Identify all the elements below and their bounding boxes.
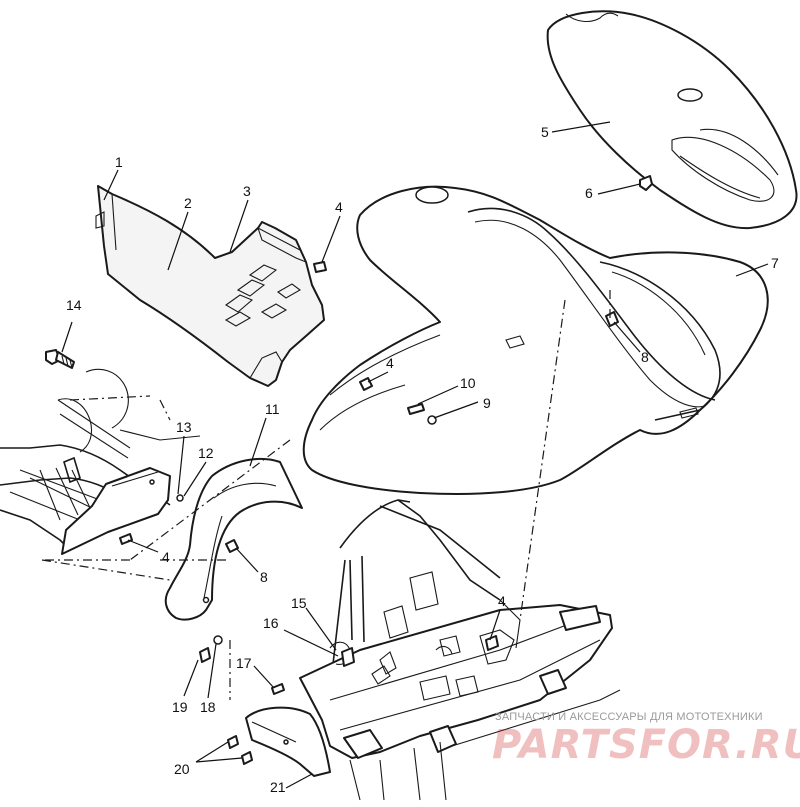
- part-7-front-body: [302, 185, 769, 495]
- watermark-logo: PARTSFOR.RU: [492, 722, 800, 768]
- callout-2: 2: [184, 195, 192, 211]
- part-14-bolt: [45, 349, 75, 369]
- part-13-splash-panel: [61, 467, 171, 555]
- callout-19: 19: [172, 699, 188, 715]
- alignment-lines: [41, 290, 611, 700]
- part-6-clip: [639, 175, 653, 191]
- callout-20: 20: [174, 761, 190, 777]
- callout-15: 15: [291, 595, 307, 611]
- callout-21: 21: [270, 779, 286, 795]
- left-footrest: [0, 368, 201, 551]
- part-11-fender-flare: [164, 457, 303, 621]
- callout-12: 12: [198, 445, 214, 461]
- callout-14: 14: [66, 297, 82, 313]
- callout-13: 13: [176, 419, 192, 435]
- part-2-side-panel: [95, 185, 325, 387]
- callout-1: 1: [115, 154, 123, 170]
- callout-18: 18: [200, 699, 216, 715]
- callout-4-top: 4: [335, 199, 343, 215]
- leader-lines: [61, 121, 769, 789]
- callout-10: 10: [460, 375, 476, 391]
- callout-4-frame: 4: [498, 593, 506, 609]
- callout-11: 11: [265, 401, 280, 417]
- callout-16: 16: [263, 615, 279, 631]
- callout-4-left: 4: [162, 549, 170, 565]
- watermark-caption: ЗАПЧАСТИ И АКСЕССУАРЫ ДЛЯ МОТОТЕХНИКИ: [495, 711, 763, 723]
- callout-6: 6: [585, 185, 593, 201]
- callout-4-body: 4: [386, 355, 394, 371]
- callout-17: 17: [236, 655, 252, 671]
- callout-7: 7: [771, 255, 779, 271]
- callout-labels: 1 2 3 4 5 6 7 4 8 10 9 14 13 12 11 8 4 1…: [66, 124, 779, 795]
- part-21-splash-guard: [245, 706, 331, 777]
- part-5-top-cover: [546, 10, 798, 230]
- callout-8-flare: 8: [260, 569, 268, 585]
- callout-5: 5: [541, 124, 549, 140]
- callout-3: 3: [243, 183, 251, 199]
- callout-8-body: 8: [641, 349, 649, 365]
- callout-9: 9: [483, 395, 491, 411]
